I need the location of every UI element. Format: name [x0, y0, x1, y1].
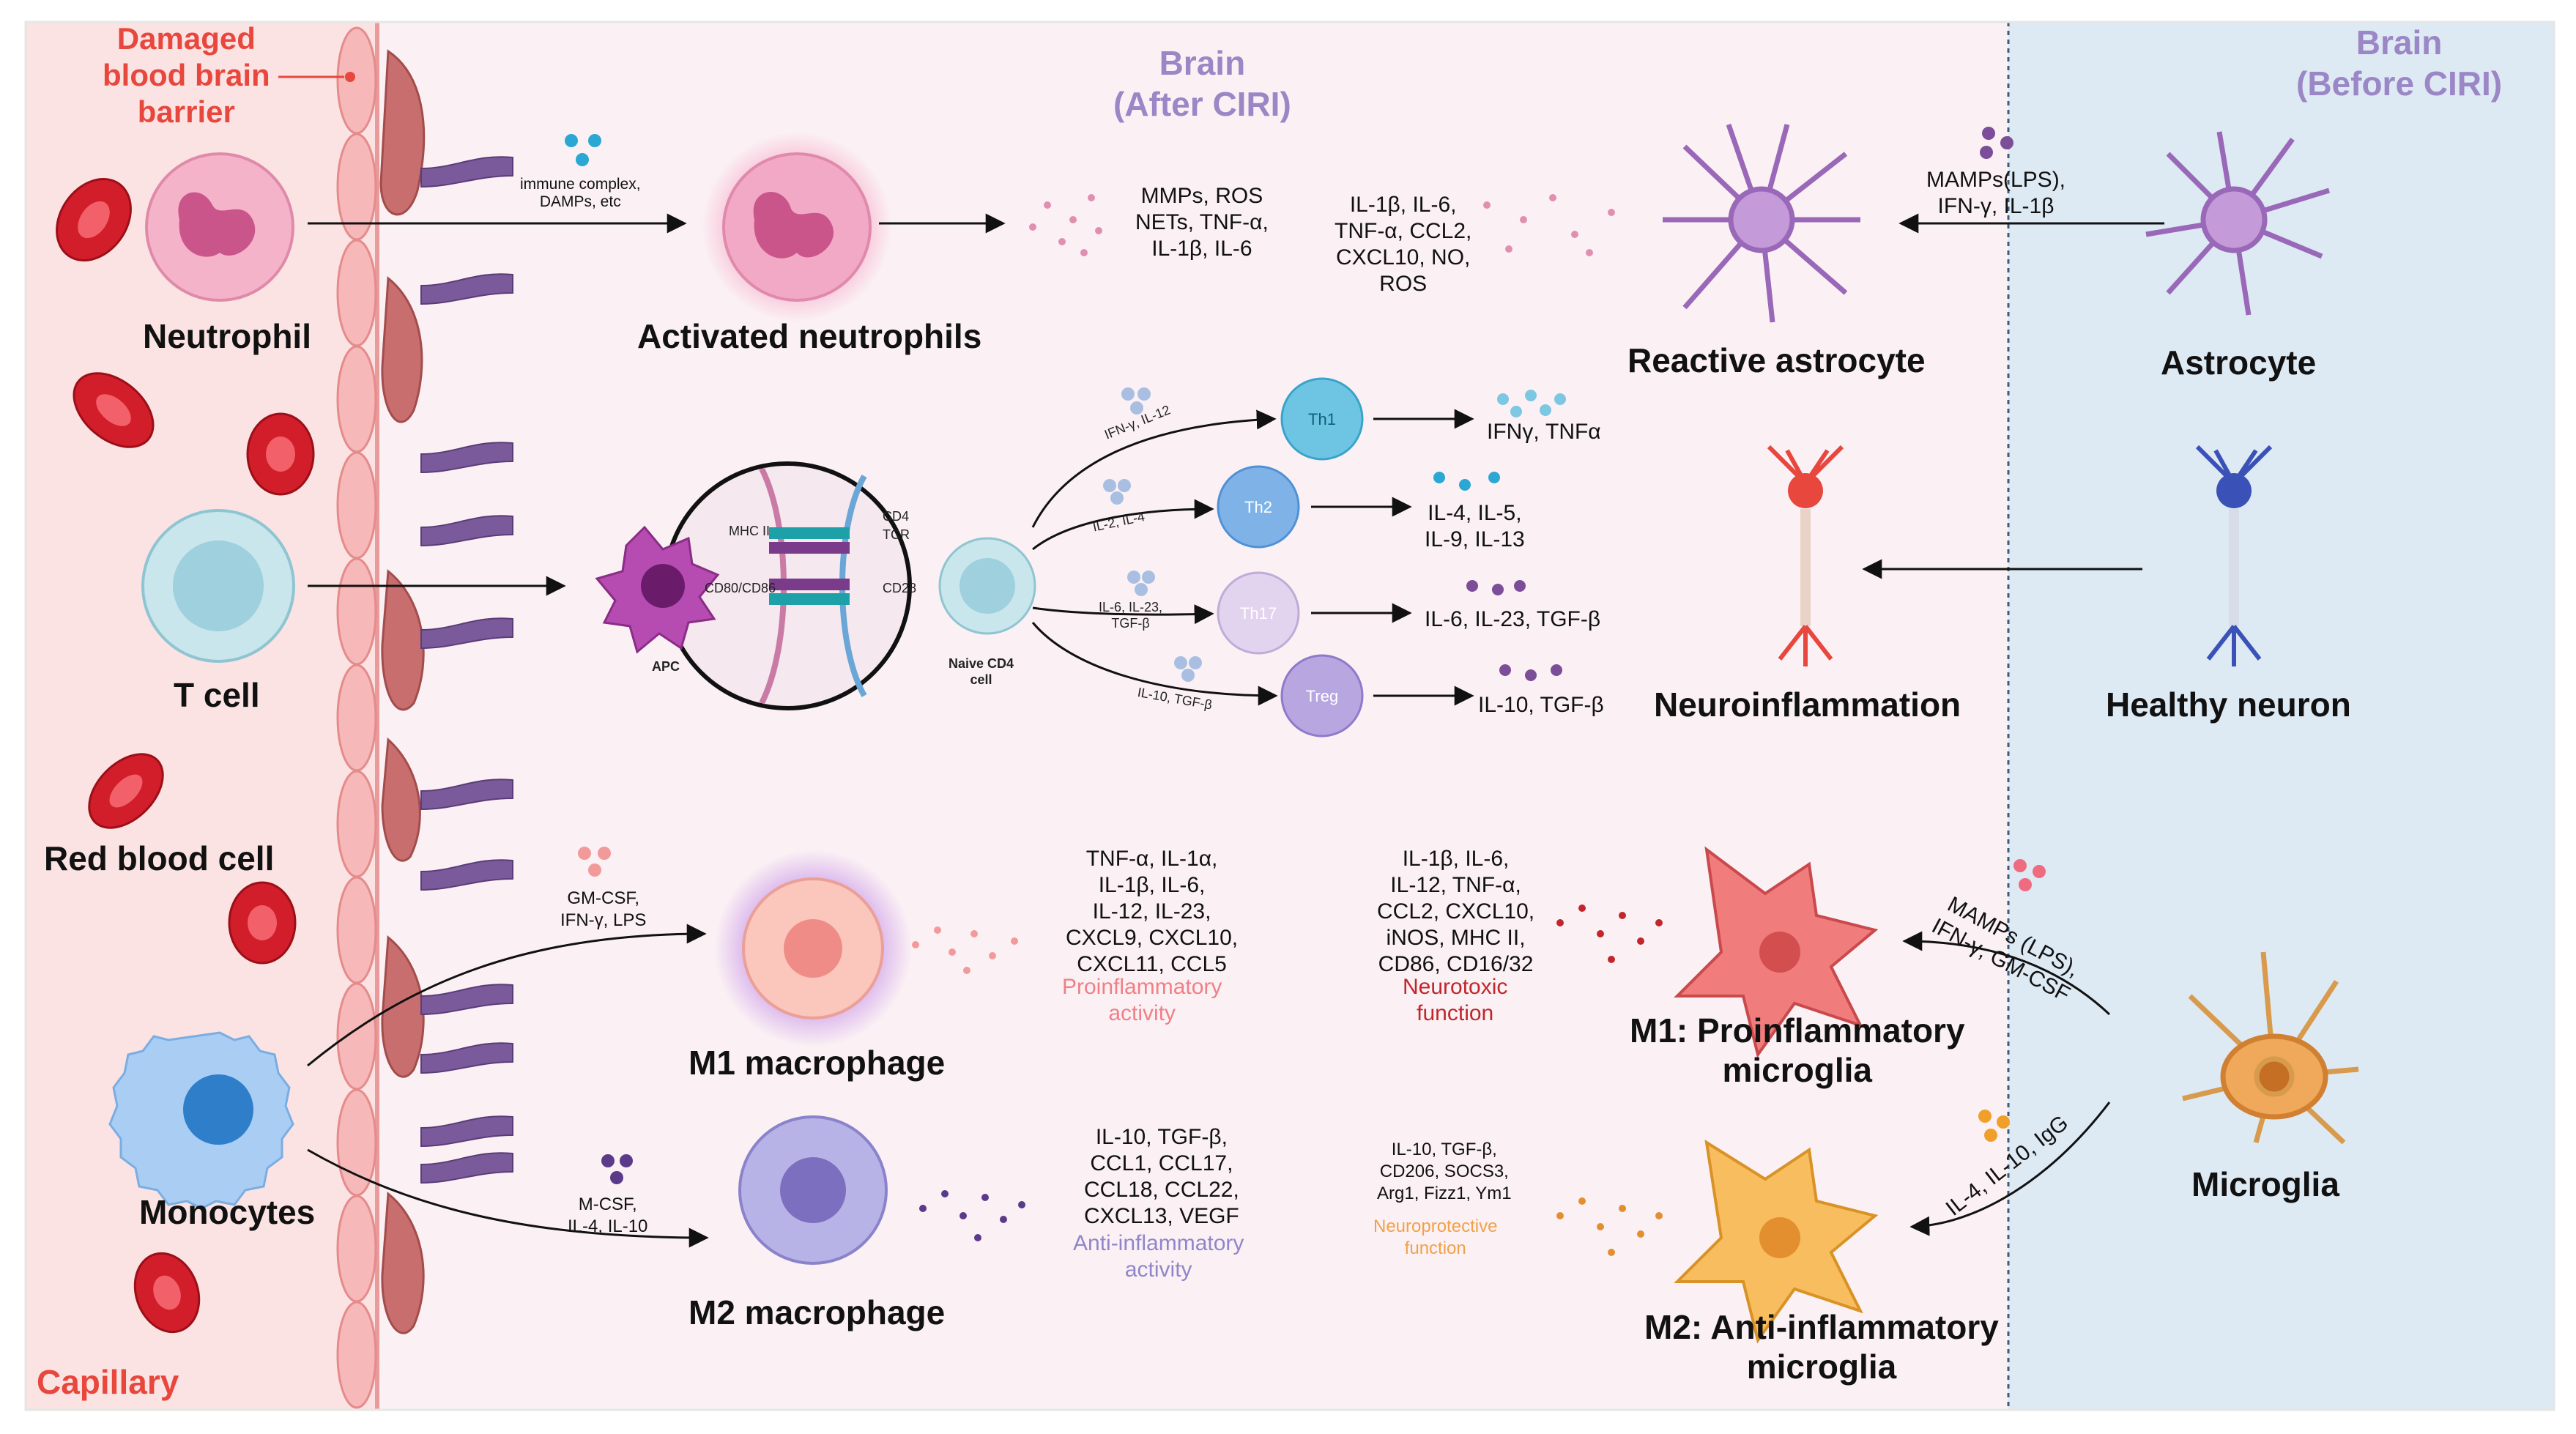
- cd28-label: CD28: [883, 581, 917, 595]
- th1-label: Th1: [1308, 410, 1336, 428]
- th17-input-label: IL-6, IL-23, TGF-β: [1099, 600, 1163, 631]
- healthy-neuron-name: Healthy neuron: [2106, 686, 2351, 724]
- arrow-m2: [307, 1148, 709, 1248]
- cytokine-dots: [565, 127, 2046, 1256]
- m2-macrophage-cell: [738, 1115, 888, 1265]
- m1-activity-label: Proinflammatory activity: [1062, 975, 1222, 1025]
- brain-before-region: [2008, 22, 2554, 1410]
- mg2-out-label: IL-10, TGF-β, CD206, SOCS3, Arg1, Fizz1,…: [1377, 1140, 1512, 1203]
- microglia-cell: [2182, 951, 2359, 1145]
- m2-microglia-name: M2: Anti-inflammatory microglia: [1644, 1308, 1999, 1386]
- m1-microglia-name: M1: Proinflammatory microglia: [1630, 1011, 1965, 1089]
- m1-macrophage-name: M1 macrophage: [688, 1044, 946, 1082]
- inflamed-neuron: [1767, 445, 1844, 666]
- red-blood-cell-name: Red blood cell: [44, 839, 275, 877]
- m2-macrophage-name: M2 macrophage: [688, 1293, 946, 1331]
- arrow-th2: [1032, 499, 1214, 551]
- rbc-centers: [78, 201, 295, 1310]
- m2-in-label: M-CSF, IL-4, IL-10: [568, 1195, 648, 1236]
- bbb-label: Damaged blood brain barrier: [103, 21, 270, 129]
- mhc-label: MHC II: [729, 524, 770, 538]
- m2-microglia-cell: [1674, 1139, 1879, 1344]
- arrows: [307, 213, 2164, 1248]
- mg1-function-label: Neurotoxic function: [1403, 975, 1508, 1025]
- healthy-neuron-cell: [2195, 445, 2273, 666]
- astrocyte-cell: [2145, 131, 2331, 316]
- th2-output-label: IL-4, IL-5, IL-9, IL-13: [1425, 501, 1525, 551]
- monocyte-cell: [108, 1031, 294, 1210]
- brain-after-title: Brain (After CIRI): [1113, 44, 1291, 123]
- arrow-treg: [1031, 622, 1278, 706]
- neuroinflammation-name: Neuroinflammation: [1654, 686, 1961, 724]
- cd80-label: CD80/CD86: [705, 581, 776, 595]
- treg-cell: [1280, 654, 1364, 738]
- activated-neutrophil-cell: [702, 132, 892, 322]
- neutrophil-name: Neutrophil: [143, 317, 311, 355]
- immune-complex-label: immune complex, DAMPs, etc: [520, 176, 641, 210]
- m1-microglia-cell: [1674, 846, 1879, 1058]
- arrow-mg2: [1909, 1101, 2111, 1236]
- th17-output-label: IL-6, IL-23, TGF-β: [1425, 607, 1601, 631]
- m2-out-label: IL-10, TGF-β, CCL1, CCL17, CCL18, CCL22,…: [1084, 1125, 1239, 1228]
- m1-macrophage-cell: [714, 850, 912, 1047]
- bbb-pointer-dot: [345, 72, 355, 82]
- microglia-name: Microglia: [2191, 1165, 2339, 1203]
- neutro-out-label: MMPs, ROS NETs, TNF-α, IL-1β, IL-6: [1135, 184, 1269, 261]
- mg1-out-label: IL-1β, IL-6, IL-12, TNF-α, CCL2, CXCL10,…: [1377, 847, 1535, 976]
- monocytes-name: Monocytes: [139, 1193, 316, 1231]
- astro-out-label: IL-1β, IL-6, TNF-α, CCL2, CXCL10, NO, RO…: [1335, 193, 1472, 296]
- cd4-label: CD4: [883, 509, 910, 524]
- arrow-mg1: [1902, 931, 2111, 1016]
- arrow-th1: [1031, 409, 1277, 528]
- th2-label: Th2: [1244, 498, 1272, 516]
- m1-out-label: TNF-α, IL-1α, IL-1β, IL-6, IL-12, IL-23,…: [1066, 847, 1239, 976]
- treg-output-label: IL-10, TGF-β: [1478, 693, 1604, 717]
- astro-in-label: MAMPs(LPS), IFN-γ, IL-1β: [1926, 168, 2066, 218]
- tcr-label: TCR: [883, 527, 910, 542]
- frame: [24, 21, 2555, 1411]
- brain-before-title: Brain (Before CIRI): [2296, 23, 2503, 103]
- naive-cd4-cell: [938, 537, 1036, 635]
- mg2-function-label: Neuroprotective function: [1373, 1216, 1498, 1258]
- arrow-m1: [307, 924, 707, 1067]
- m2-activity-label: Anti-inflammatory activity: [1073, 1231, 1244, 1282]
- apc-cell: [595, 525, 720, 654]
- astrocyte-endfeet: [420, 156, 513, 1184]
- astrocyte-name: Astrocyte: [2161, 343, 2317, 382]
- neutrophil-cell: [145, 152, 294, 302]
- th17-cell: [1217, 571, 1300, 655]
- apc-name: APC: [652, 659, 680, 674]
- endothelium: [336, 26, 513, 1409]
- th1-cell: [1280, 377, 1364, 461]
- reactive-astrocyte-cell: [1663, 123, 1860, 323]
- activated-neutrophils-name: Activated neutrophils: [637, 317, 982, 355]
- pericytes: [379, 49, 426, 1334]
- reactive-astrocyte-name: Reactive astrocyte: [1627, 341, 1926, 379]
- t-cell: [141, 509, 295, 663]
- capillary-label: Capillary: [37, 1363, 179, 1401]
- th17-label: Th17: [1240, 604, 1277, 623]
- treg-label: Treg: [1306, 687, 1338, 705]
- naive-cd4-name: Naive CD4 cell: [949, 656, 1014, 687]
- th2-cell: [1217, 465, 1300, 549]
- m1-in-label: GM-CSF, IFN-γ, LPS: [560, 888, 647, 930]
- t-cell-name: T cell: [174, 676, 260, 714]
- arrow-th17: [1032, 604, 1214, 625]
- endothelial-cells: [336, 26, 377, 1409]
- th1-output-label: IFNγ, TNFα: [1487, 420, 1601, 444]
